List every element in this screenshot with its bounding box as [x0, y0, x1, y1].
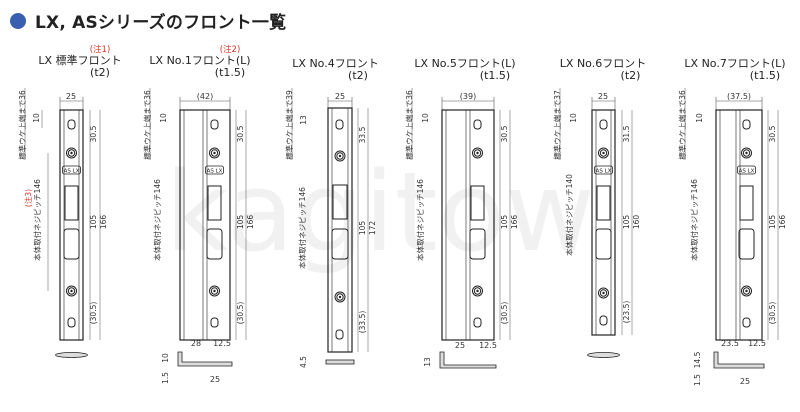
- dim-label: 10: [695, 113, 704, 123]
- dim-width: (37.5): [727, 92, 751, 101]
- plate-lx-no4: 25 33.5 105 172 (33.5) 標準ウケ上端まで39 13 本体取…: [284, 88, 377, 368]
- pitch-label: 本体取付ネジピッチ146: [32, 179, 42, 261]
- side-label: 標準ウケ上端まで36: [677, 90, 687, 160]
- dim-width: 25: [598, 92, 608, 101]
- plate-name: LX No.7フロント(L): [684, 57, 786, 70]
- plate-thickness: (t2): [348, 69, 368, 82]
- plate-title-3: LX No.4フロント (t2): [288, 58, 383, 82]
- dim-label: 28: [191, 339, 201, 348]
- dim-label: 10: [159, 113, 168, 123]
- dim-label: 105: [358, 221, 367, 236]
- pitch-label: 本体取付ネジピッチ146: [689, 179, 699, 261]
- dim-label: 166: [99, 215, 108, 230]
- note-label: (注2): [219, 45, 241, 55]
- bullet-dot-icon: [10, 12, 26, 29]
- dim-label: (30.5): [768, 302, 777, 325]
- plate-name: LX No.1フロント(L): [149, 54, 251, 67]
- dim-label: (30.5): [500, 302, 509, 325]
- dim-label: 33.5: [358, 126, 367, 143]
- side-label: 標準ウケ上端まで36: [142, 90, 152, 160]
- pitch-label: 本体取付ネジピッチ140: [564, 174, 574, 256]
- plate-title-2: (注2) LX No.1フロント(L) (t1.5): [145, 46, 255, 79]
- dim-label: (30.5): [89, 302, 98, 325]
- dim-label: 14.5: [693, 351, 702, 368]
- dim-label: 172: [368, 221, 377, 236]
- plate-thickness: (t1.5): [479, 69, 511, 82]
- dim-label: 25: [455, 341, 465, 350]
- plate-lx-no5: (39) 30.5 105 166 (30.5) 標準ウケ上端まで36 10 本…: [404, 88, 519, 369]
- dim-label: 10: [569, 113, 578, 123]
- plate-lx-no1: (42) 30.5 105 166 (30.5) 標準ウケ上端まで36 10 本…: [142, 88, 255, 384]
- plate-lx-no7: (37.5) 30.5 105 166 (30.5) 標準ウケ上端まで36 10…: [677, 88, 787, 386]
- dim-label: 12.5: [213, 339, 231, 348]
- dim-width: 25: [66, 92, 76, 101]
- plate-title-6: LX No.7フロント(L) (t1.5): [680, 58, 790, 82]
- dim-label: 25: [210, 375, 220, 384]
- dim-label: 105: [622, 215, 631, 230]
- side-label: 標準ウケ上端まで36: [404, 90, 414, 160]
- dim-label: 13: [299, 115, 308, 125]
- plate-thickness: (t1.5): [214, 66, 246, 79]
- dim-label: 12.5: [748, 339, 766, 348]
- dim-label: (33.5): [358, 311, 367, 334]
- side-label: 標準ウケ上端まで39: [284, 90, 294, 160]
- heading-text: LX, ASシリーズのフロント一覧: [35, 13, 287, 33]
- plate-name: LX No.6フロント: [559, 57, 647, 70]
- dim-label: 13: [423, 357, 432, 367]
- plate-name: LX No.5フロント(L): [414, 57, 516, 70]
- dim-label: 30.5: [500, 125, 509, 142]
- pitch-label: 本体取付ネジピッチ146: [415, 179, 425, 261]
- note-label: (注3): [23, 189, 33, 207]
- plate-lx-no6: 25 31.5 105 160 (23.5) 標準ウケ上端まで37 10 本体取…: [552, 88, 641, 358]
- watermark-text: kagitow: [165, 148, 595, 276]
- plate-lx-standard: 25 30.5 105 166 (30.5) 標準ウケ上端まで36 10 (注3…: [17, 88, 108, 358]
- dim-width: (42): [197, 92, 213, 101]
- pitch-label: 本体取付ネジピッチ146: [297, 187, 307, 269]
- dim-label: 12.5: [479, 341, 497, 350]
- plate-title-4: LX No.5フロント(L) (t1.5): [410, 58, 520, 82]
- dim-label: 30.5: [89, 125, 98, 142]
- dim-label: 160: [632, 215, 641, 230]
- side-label: 標準ウケ上端まで36: [17, 90, 27, 160]
- dim-width: (39): [460, 92, 476, 101]
- dim-width: 25: [335, 92, 345, 101]
- dim-label: 166: [778, 215, 787, 230]
- dim-label: 23.5: [721, 339, 739, 348]
- dim-label: 105: [500, 215, 509, 230]
- pitch-label: 本体取付ネジピッチ146: [152, 179, 162, 261]
- dim-label: 105: [89, 215, 98, 230]
- plate-thickness: (t2): [620, 69, 641, 82]
- dim-label: 166: [510, 215, 519, 230]
- dim-label: 31.5: [622, 125, 631, 142]
- dim-label: 4.5: [299, 356, 308, 368]
- dim-label: 1.5: [161, 372, 170, 384]
- dim-label: 10: [32, 113, 41, 123]
- dim-label: (23.5): [622, 301, 631, 324]
- dim-label: 25: [740, 377, 750, 386]
- dim-label: 1.5: [693, 374, 702, 386]
- dim-label: 105: [768, 215, 777, 230]
- plate-name: LX 標準フロント: [38, 54, 122, 67]
- plate-title-5: LX No.6フロント (t2): [553, 58, 653, 82]
- dim-label: 30.5: [236, 125, 245, 142]
- plate-title-1: (注1) LX 標準フロント (t2): [35, 46, 125, 79]
- plate-thickness: (t2): [90, 66, 110, 79]
- page-heading: LX, ASシリーズのフロント一覧: [10, 8, 286, 33]
- plate-thickness: (t1.5): [749, 69, 781, 82]
- dim-label: 105: [236, 215, 245, 230]
- dim-label: (30.5): [236, 302, 245, 325]
- plate-name: LX No.4フロント: [292, 57, 379, 70]
- note-label: (注1): [89, 45, 111, 55]
- dim-label: 10: [161, 353, 170, 363]
- dim-label: 166: [246, 215, 255, 230]
- dim-label: 30.5: [768, 125, 777, 142]
- dim-label: 10: [421, 113, 430, 123]
- side-label: 標準ウケ上端まで37: [552, 90, 562, 160]
